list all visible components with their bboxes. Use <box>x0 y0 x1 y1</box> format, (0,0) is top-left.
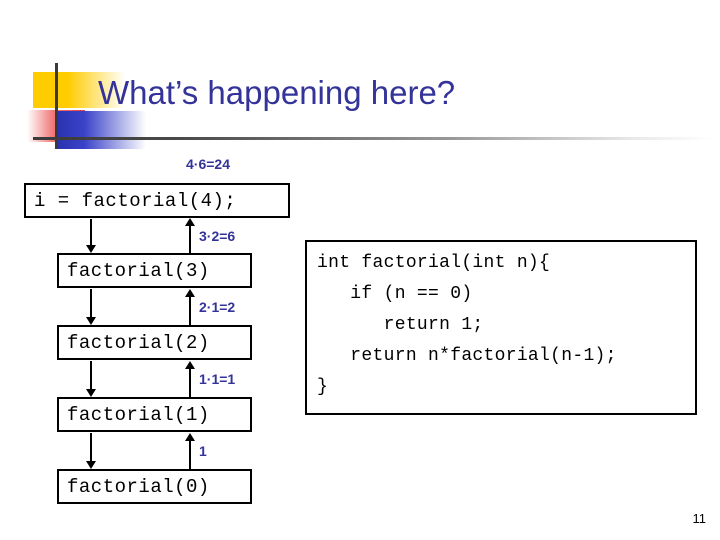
return-annotation-2: 2·1=2 <box>199 299 236 315</box>
flow-box-call-site: i = factorial(4); <box>24 183 290 218</box>
call-arrow-down-3-icon <box>86 361 96 397</box>
decoration-vertical-rule <box>55 63 58 149</box>
return-arrow-up-2-icon <box>185 289 195 325</box>
call-arrow-down-2-icon <box>86 289 96 325</box>
flow-box-factorial-2: factorial(2) <box>57 325 252 360</box>
return-annotation-3: 3·2=6 <box>199 228 236 244</box>
flow-box-factorial-1: factorial(1) <box>57 397 252 432</box>
call-arrow-down-1-icon <box>86 219 96 253</box>
page-title: What’s happening here? <box>98 74 456 111</box>
return-annotation-0: 1 <box>199 443 207 459</box>
decoration-yellow-square <box>33 72 125 108</box>
source-code-block: int factorial(int n){ if (n == 0) return… <box>305 240 697 415</box>
decoration-horizontal-rule <box>33 137 713 140</box>
page-number: 11 <box>692 511 707 526</box>
return-arrow-up-3-icon <box>185 361 195 397</box>
flow-box-factorial-3: factorial(3) <box>57 253 252 288</box>
decoration-blue-square <box>58 111 146 149</box>
return-arrow-up-4-icon <box>185 433 195 469</box>
call-arrow-down-4-icon <box>86 433 96 469</box>
return-arrow-up-1-icon <box>185 218 195 253</box>
return-annotation-4: 4·6=24 <box>186 156 230 172</box>
return-annotation-1: 1·1=1 <box>199 371 236 387</box>
flow-box-factorial-0: factorial(0) <box>57 469 252 504</box>
